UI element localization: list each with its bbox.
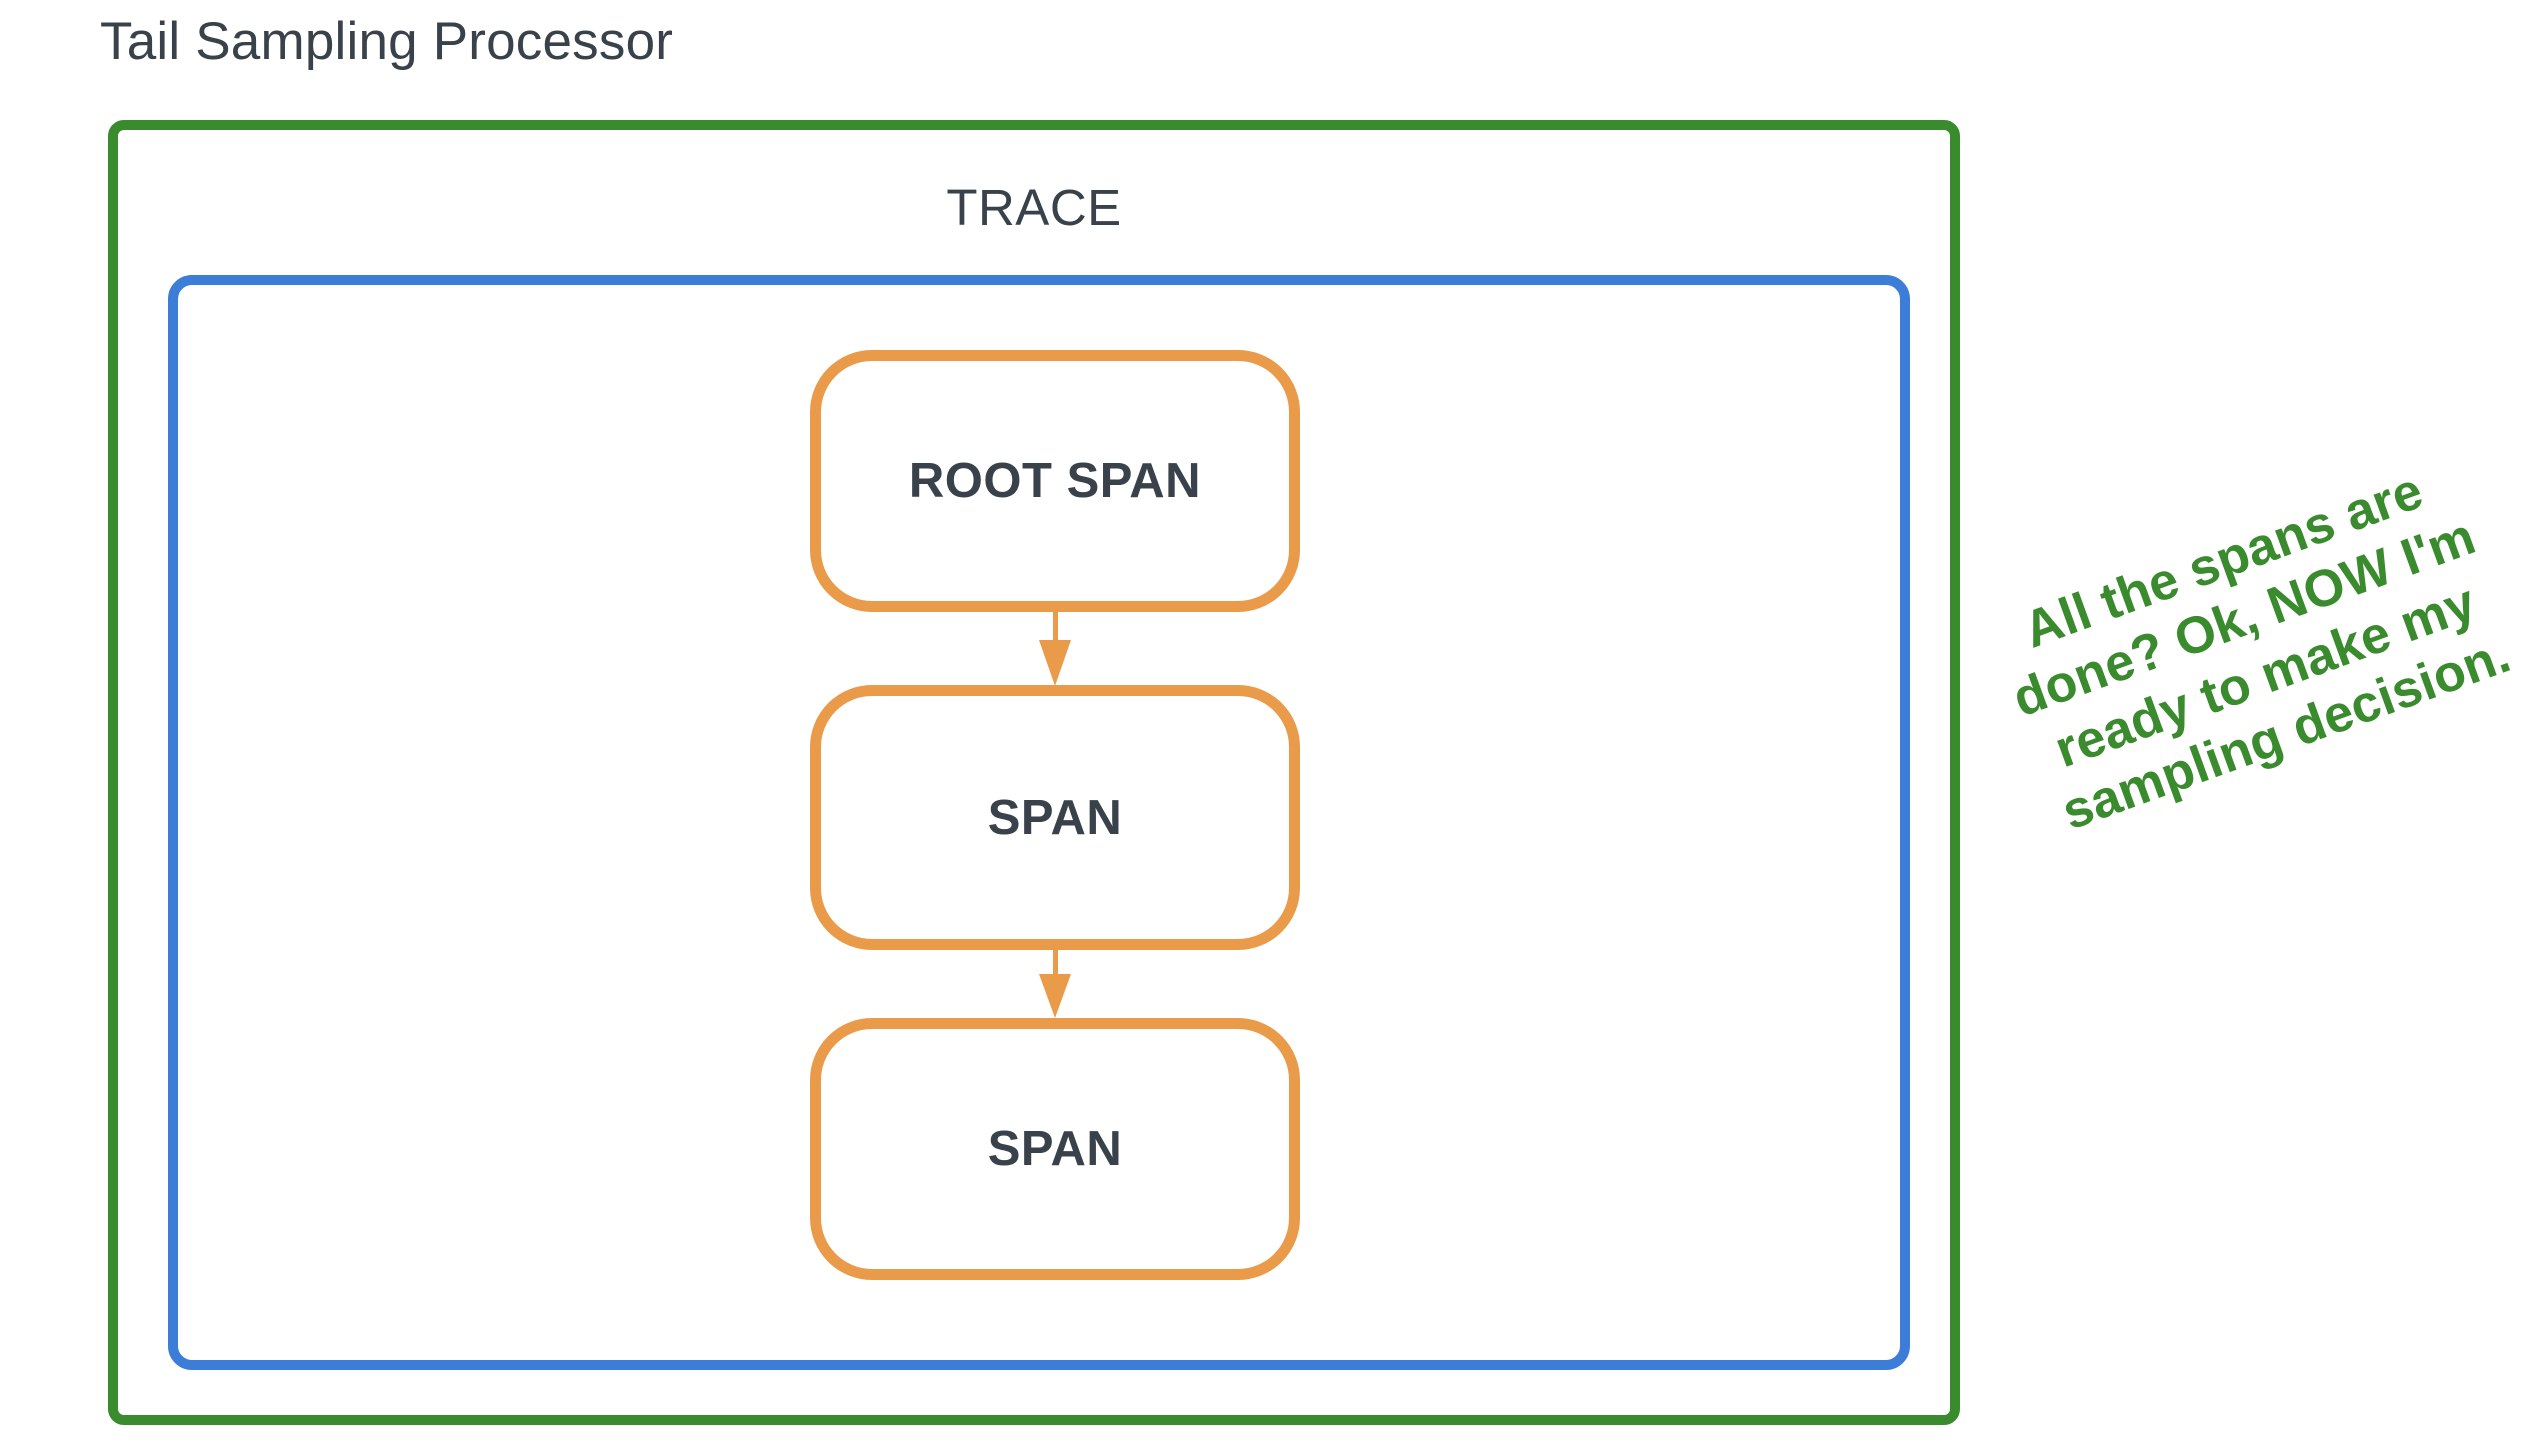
arrow-root-span-to-span-1 — [1039, 612, 1071, 686]
page-title: Tail Sampling Processor — [100, 12, 674, 71]
arrow-span-1-to-span-2 — [1039, 950, 1071, 1020]
span-node-2: SPAN — [810, 1018, 1300, 1280]
sampling-decision-annotation: All the spans are done? Ok, NOW I'm read… — [2005, 461, 2518, 842]
span-node-label: SPAN — [987, 790, 1123, 845]
arrow-line — [1052, 950, 1058, 978]
arrow-line — [1052, 612, 1058, 644]
trace-label: TRACE — [946, 179, 1122, 236]
arrow-head-icon — [1039, 974, 1071, 1018]
span-node-label: SPAN — [987, 1122, 1123, 1176]
arrow-head-icon — [1039, 640, 1071, 686]
span-node-root: ROOT SPAN — [810, 350, 1300, 612]
span-node-label: ROOT SPAN — [908, 454, 1202, 508]
span-node-1: SPAN — [810, 685, 1300, 950]
